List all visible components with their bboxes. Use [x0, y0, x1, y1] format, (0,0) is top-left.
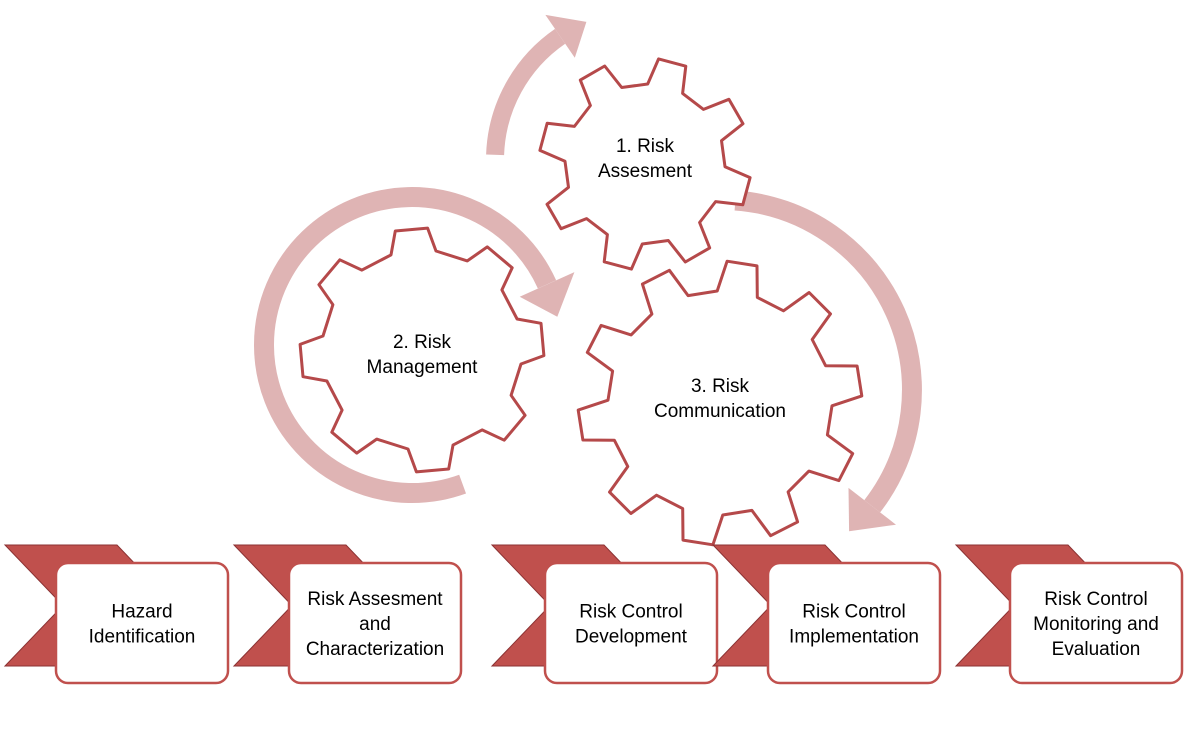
cycle-arrow-top-body	[486, 28, 566, 156]
step-risk-assesment-characterization-card	[287, 561, 463, 685]
step-risk-assesment-characterization-label-line: Risk Assesment	[307, 589, 443, 610]
step-risk-control-implementation-label-line: Risk Control	[802, 602, 905, 623]
step-risk-control-monitoring-card	[1008, 561, 1184, 685]
gear-risk-assesment-label-line: 1. Risk	[616, 136, 675, 157]
step-risk-control-development-card	[543, 561, 719, 685]
gear-risk-management-label-line: 2. Risk	[393, 332, 452, 353]
step-risk-control-implementation-label-line: Implementation	[789, 627, 919, 648]
gear-risk-management-label-line: Management	[367, 357, 479, 378]
step-risk-control-monitoring-label-line: Evaluation	[1052, 639, 1141, 660]
step-risk-assesment-characterization-label-line: and	[359, 614, 391, 635]
gear-risk-communication-shape	[576, 259, 864, 547]
cycle-arrow-right-head	[848, 487, 896, 532]
gear-risk-assesment-label-line: Assesment	[598, 161, 693, 182]
step-hazard-identification-label-line: Identification	[89, 627, 196, 648]
cycle-arrow-left-head	[519, 272, 575, 317]
cycle-arrow-left	[253, 187, 575, 504]
gear-risk-communication-label-line: Communication	[654, 401, 786, 422]
cycle-arrows	[253, 14, 922, 532]
cycle-arrow-right	[734, 190, 922, 532]
step-risk-control-development-label-line: Risk Control	[579, 602, 682, 623]
gear-risk-management-shape	[298, 226, 546, 474]
step-risk-assesment-characterization-label-line: Characterization	[306, 639, 444, 660]
gear-risk-assesment-shape	[538, 57, 752, 271]
cycle-arrow-left-body	[253, 187, 557, 504]
cycle-arrow-right-body	[734, 190, 922, 513]
cycle-arrow-top-head	[545, 14, 587, 58]
step-hazard-identification-label-line: Hazard	[111, 602, 172, 623]
step-hazard-identification-card	[54, 561, 230, 685]
step-risk-control-development-label-line: Development	[575, 627, 688, 648]
step-risk-control-monitoring-label-line: Monitoring and	[1033, 614, 1159, 635]
step-risk-control-monitoring-label-line: Risk Control	[1044, 589, 1147, 610]
gear-risk-communication-label-line: 3. Risk	[691, 376, 750, 397]
step-risk-control-implementation-card	[766, 561, 942, 685]
cycle-arrow-top	[486, 14, 587, 156]
